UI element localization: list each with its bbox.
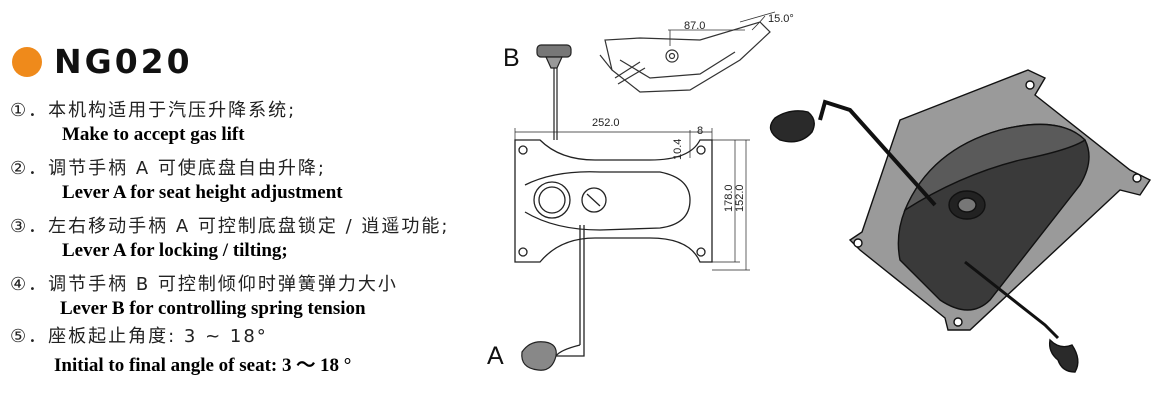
feature-cn: ③．左右移动手柄 A 可控制底盘锁定 / 逍遥功能;	[10, 216, 450, 237]
top-view-plate	[514, 128, 750, 357]
feature-en: Lever A for locking / tilting;	[62, 240, 288, 261]
orange-dot-icon	[12, 46, 42, 77]
title-row: NG020	[12, 42, 193, 81]
model-name: NG020	[54, 42, 193, 81]
dim-depth-inner: 152.0	[734, 184, 746, 212]
feature-item-4: ④．调节手柄 B 可控制倾仰时弹簧弹力大小 Lever B for contro…	[10, 270, 398, 320]
lever-b-knob-icon	[536, 44, 572, 140]
mechanism-3d-illustration	[769, 69, 1152, 373]
label-a: A	[487, 342, 504, 370]
feature-cn: ⑤．座板起止角度: 3 ~ 18°	[10, 326, 268, 347]
feature-cn: ①．本机构适用于汽压升降系统;	[10, 100, 297, 121]
feature-item-3: ③．左右移动手柄 A 可控制底盘锁定 / 逍遥功能; Lever A for l…	[10, 212, 449, 262]
dim-small-height: 10.4	[672, 139, 684, 160]
dim-angle-length: 87.0	[684, 20, 705, 32]
feature-item-2: ②．调节手柄 A 可使底盘自由升降; Lever A for seat heig…	[10, 154, 343, 204]
lever-a-paddle-icon	[521, 341, 557, 371]
feature-en: Lever B for controlling spring tension	[60, 298, 366, 319]
feature-en: Make to accept gas lift	[62, 124, 245, 145]
feature-en: Lever A for seat height adjustment	[62, 182, 343, 203]
feature-item-1: ①．本机构适用于汽压升降系统; Make to accept gas lift	[10, 96, 296, 146]
dim-width: 252.0	[592, 117, 620, 129]
feature-cn: ④．调节手柄 B 可控制倾仰时弹簧弹力大小	[10, 274, 398, 295]
dim-angle: 15.0°	[768, 13, 794, 25]
dim-small-width: 8	[697, 125, 703, 137]
label-b: B	[503, 44, 520, 72]
feature-en: Initial to final angle of seat: 3 ～ 18 °	[54, 355, 352, 376]
feature-item-5: ⑤．座板起止角度: 3 ~ 18° Initial to final angle…	[10, 322, 351, 377]
side-profile-drawing	[599, 11, 776, 93]
feature-cn: ②．调节手柄 A 可使底盘自由升降;	[10, 158, 326, 179]
dim-depth-outer: 178.0	[723, 184, 735, 212]
